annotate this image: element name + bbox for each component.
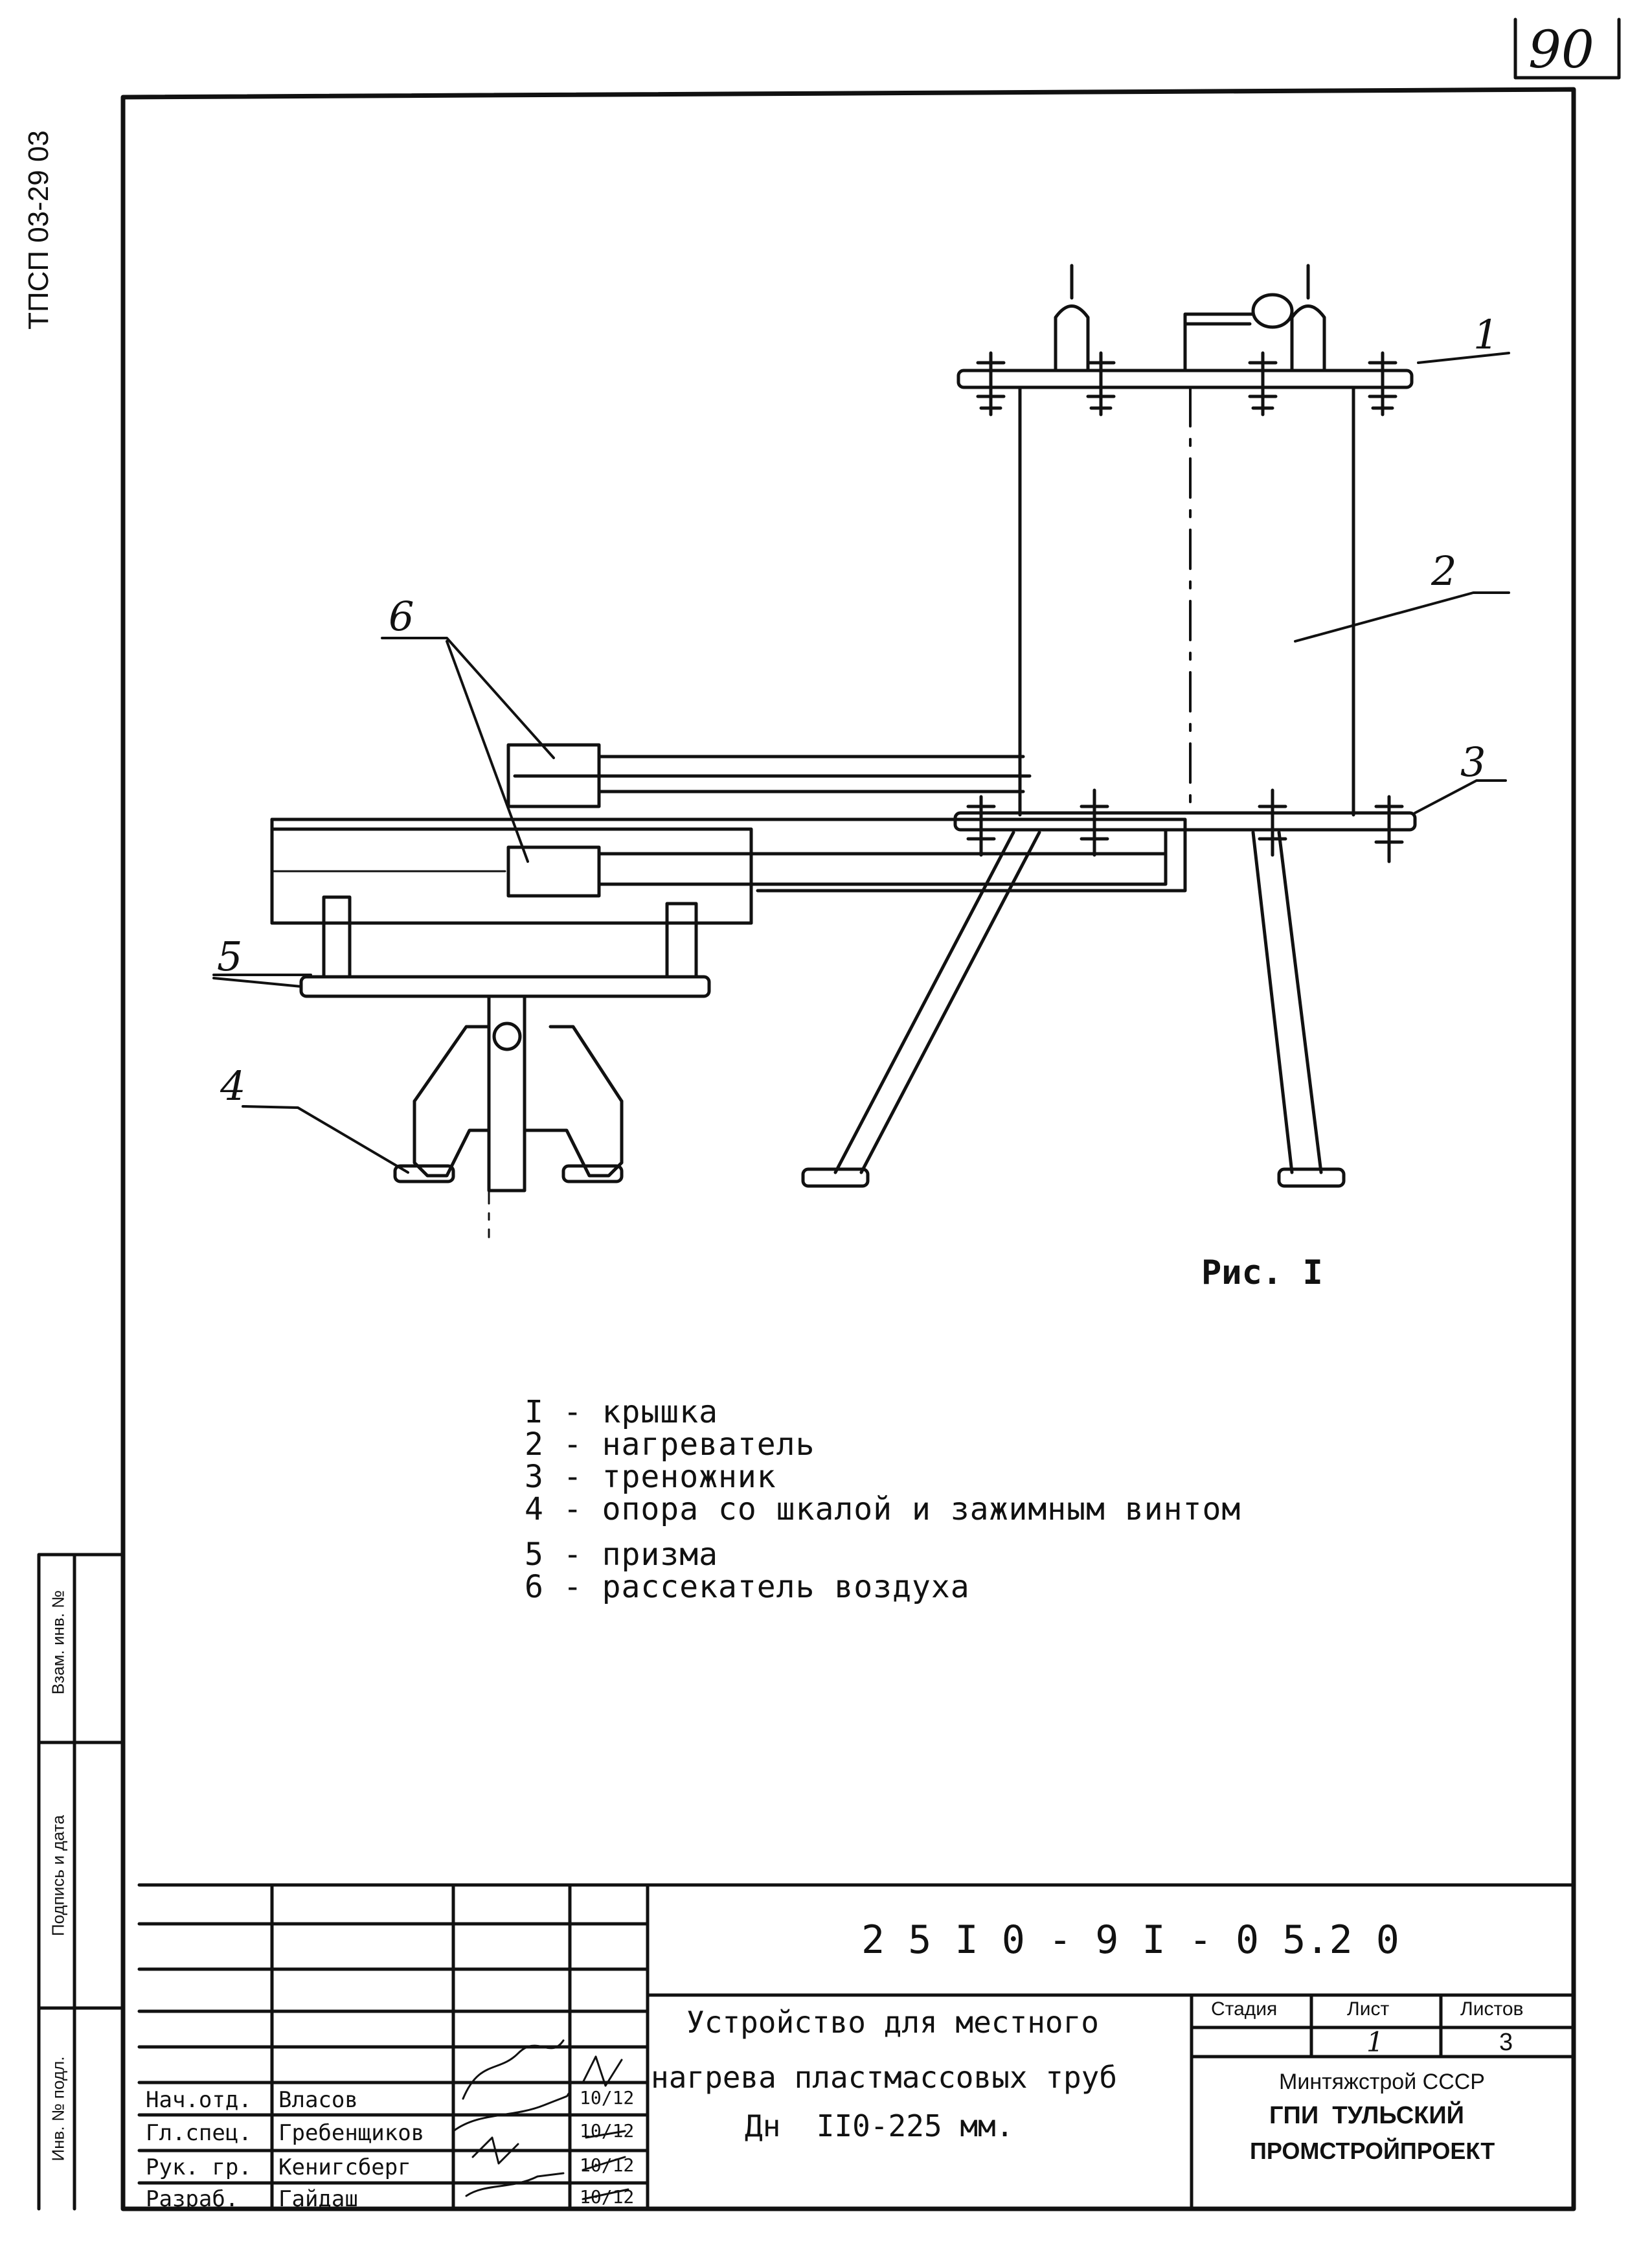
- signature-role: Гл.спец.: [146, 2120, 252, 2146]
- signature-role: Нач.отд.: [146, 2087, 252, 2113]
- signature-scribbles: [452, 2039, 629, 2200]
- sheets-value: 3: [1499, 2029, 1513, 2056]
- title-line: Устройство для местного: [686, 2005, 1099, 2040]
- sheet-value: 1: [1366, 2026, 1384, 2058]
- signature-date: 10/12: [580, 2120, 635, 2141]
- callout-5: 5: [217, 933, 243, 980]
- callout-3: 3: [1460, 738, 1486, 786]
- title-line: Дн II0-225 мм.: [745, 2108, 1014, 2143]
- legend-item: I - крышка: [525, 1394, 718, 1430]
- side-stamp-label: Инв. № подл.: [48, 2056, 68, 2162]
- legend-item: 4 - опора со шкалой и зажимным винтом: [525, 1491, 1241, 1527]
- sheet-frame: [120, 17, 1621, 2211]
- callout-leaders: [212, 352, 1510, 1174]
- title-block-grid: [137, 1883, 1576, 2211]
- legend-item: 5 - призма: [525, 1536, 718, 1573]
- side-stamp-label: Подпись и дата: [48, 1815, 68, 1937]
- callout-2: 2: [1431, 547, 1457, 595]
- signature-name: Гайдаш: [278, 2186, 358, 2212]
- organization-line: ГПИ ТУЛЬСКИЙ: [1269, 2102, 1464, 2129]
- figure-caption: Рис. I: [1201, 1253, 1323, 1292]
- legend-item: 2 - нагреватель: [525, 1426, 815, 1463]
- signature-name: Гребенщиков: [278, 2120, 425, 2146]
- signature-date: 10/12: [580, 2087, 635, 2108]
- signature-date: 10/12: [580, 2154, 635, 2176]
- sheet-number: 90: [1528, 19, 1594, 80]
- signature-date: 10/12: [580, 2186, 635, 2208]
- stage-header: Стадия: [1211, 1998, 1278, 2020]
- signature-role: Рук. гр.: [146, 2154, 252, 2180]
- side-stamp-label: Взам. инв. №: [48, 1590, 68, 1695]
- callout-1: 1: [1473, 311, 1499, 358]
- side-stamp-grid: [37, 1553, 125, 2211]
- organization-line: ПРОМСТРОЙПРОЕКТ: [1250, 2138, 1495, 2164]
- callout-4: 4: [220, 1062, 246, 1110]
- sheets-header: Листов: [1460, 1998, 1524, 2020]
- sheet-header: Лист: [1347, 1998, 1390, 2020]
- document-code: 2 5 I 0 - 9 I - 0 5.2 0: [861, 1917, 1399, 1963]
- side-document-code: ТПСП 03-29 03: [23, 130, 54, 330]
- title-line: нагрева пластмассовых труб: [651, 2060, 1118, 2095]
- heater-assembly: [801, 264, 1417, 1188]
- legend-item: 6 - рассекатель воздуха: [525, 1569, 970, 1605]
- signature-role: Разраб.: [146, 2186, 239, 2212]
- legend-item: 3 - треножник: [525, 1459, 776, 1495]
- signature-name: Кенигсберг: [278, 2154, 411, 2180]
- air-distributor: [270, 743, 1187, 925]
- lid-bolts: [976, 351, 1397, 417]
- callout-6: 6: [389, 593, 414, 640]
- prism-and-support: [299, 895, 711, 1239]
- signature-name: Власов: [278, 2087, 358, 2113]
- organization-line: Минтяжстрой СССР: [1279, 2070, 1485, 2094]
- tripod-bolts: [966, 788, 1404, 863]
